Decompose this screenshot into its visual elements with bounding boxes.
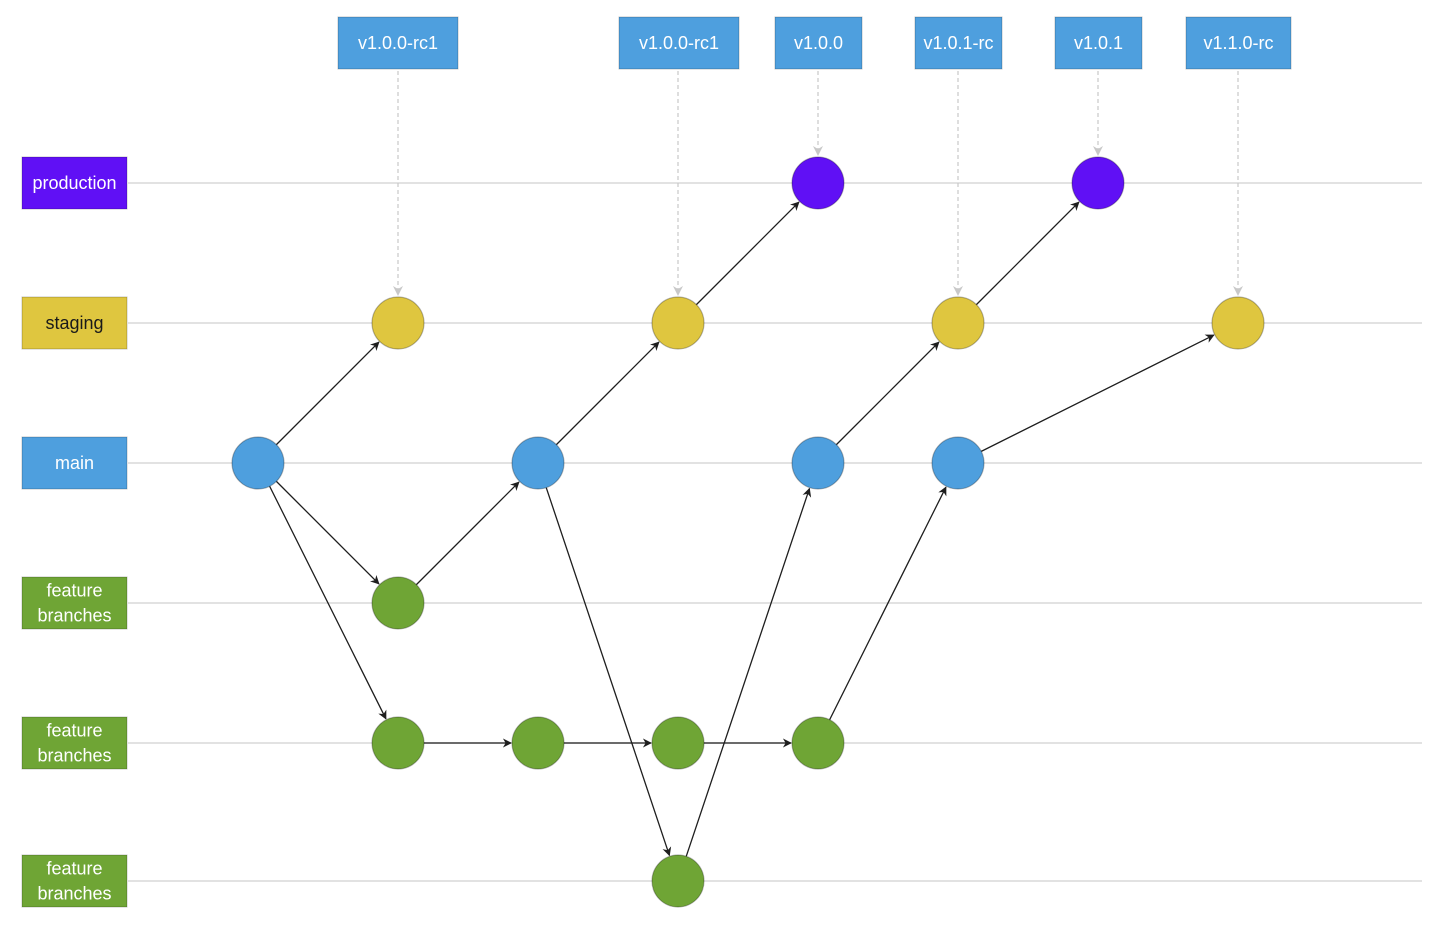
edge-m1-to-f1a bbox=[275, 480, 380, 585]
commit-node-s4[interactable] bbox=[1211, 296, 1265, 350]
lane-lines bbox=[128, 182, 1422, 882]
commit-node-p1[interactable] bbox=[791, 156, 845, 210]
edge-s2-to-p1 bbox=[695, 201, 800, 306]
release-tag-label: v1.0.0-rc1 bbox=[358, 33, 438, 53]
release-tag[interactable]: v1.0.0 bbox=[774, 16, 863, 70]
commit-node-f3a[interactable] bbox=[651, 854, 705, 908]
release-tag[interactable]: v1.1.0-rc bbox=[1185, 16, 1292, 70]
lane-label-text: branches bbox=[37, 746, 111, 766]
release-tag[interactable]: v1.0.1-rc bbox=[914, 16, 1003, 70]
commit-node-s3[interactable] bbox=[931, 296, 985, 350]
edge-m1-to-s1 bbox=[275, 341, 380, 446]
lane-label-text: feature bbox=[46, 859, 102, 879]
commit-node-f1a[interactable] bbox=[371, 576, 425, 630]
lane-label-staging: staging bbox=[21, 296, 128, 350]
edge-m2-to-s2 bbox=[555, 341, 660, 446]
lane-labels: productionstagingmainfeaturebranchesfeat… bbox=[21, 156, 128, 908]
edge-m4-to-s4 bbox=[980, 334, 1215, 452]
tag-connectors bbox=[393, 71, 1243, 296]
lane-label-text: staging bbox=[45, 313, 103, 333]
lane-label-text: feature bbox=[46, 581, 102, 601]
commit-node-f2b[interactable] bbox=[511, 716, 565, 770]
edge-m2-to-f3a bbox=[545, 487, 672, 857]
lane-label-main: main bbox=[21, 436, 128, 490]
lane-label-production: production bbox=[21, 156, 128, 210]
commit-node-m1[interactable] bbox=[231, 436, 285, 490]
commit-node-m2[interactable] bbox=[511, 436, 565, 490]
lane-label-feature-3: feature branches bbox=[21, 854, 128, 908]
commit-nodes bbox=[231, 156, 1265, 908]
release-tag[interactable]: v1.0.0-rc1 bbox=[337, 16, 459, 70]
edge-m3-to-s3 bbox=[835, 341, 940, 446]
release-tag-label: v1.1.0-rc bbox=[1203, 33, 1273, 53]
lane-label-text: feature bbox=[46, 721, 102, 741]
release-tag[interactable]: v1.0.1 bbox=[1054, 16, 1143, 70]
commit-node-f2a[interactable] bbox=[371, 716, 425, 770]
edge-m1-to-f2a bbox=[269, 485, 387, 720]
release-tags: v1.0.0-rc1 v1.0.0-rc1 v1.0.0 v1.0.1-rc v1.0.… bbox=[337, 16, 1292, 70]
edge-f2d-to-m4 bbox=[829, 486, 947, 721]
edge-f3a-to-m3 bbox=[685, 487, 812, 857]
commit-node-f2d[interactable] bbox=[791, 716, 845, 770]
edge-s3-to-p2 bbox=[975, 201, 1080, 306]
lane-label-text: branches bbox=[37, 606, 111, 626]
commit-node-s1[interactable] bbox=[371, 296, 425, 350]
release-tag-label: v1.0.0 bbox=[794, 33, 843, 53]
commit-node-p2[interactable] bbox=[1071, 156, 1125, 210]
release-tag[interactable]: v1.0.0-rc1 bbox=[618, 16, 740, 70]
release-tag-label: v1.0.1-rc bbox=[923, 33, 993, 53]
release-tag-label: v1.0.1 bbox=[1074, 33, 1123, 53]
release-tag-label: v1.0.0-rc1 bbox=[639, 33, 719, 53]
commit-node-m4[interactable] bbox=[931, 436, 985, 490]
lane-label-text: branches bbox=[37, 884, 111, 904]
lane-label-text: production bbox=[32, 173, 116, 193]
commit-node-s2[interactable] bbox=[651, 296, 705, 350]
commit-edges bbox=[269, 201, 1215, 857]
edge-f1a-to-m2 bbox=[415, 481, 520, 586]
commit-node-f2c[interactable] bbox=[651, 716, 705, 770]
lane-label-text: main bbox=[55, 453, 94, 473]
lane-label-feature-1: feature branches bbox=[21, 576, 128, 630]
commit-node-m3[interactable] bbox=[791, 436, 845, 490]
lane-label-feature-2: feature branches bbox=[21, 716, 128, 770]
